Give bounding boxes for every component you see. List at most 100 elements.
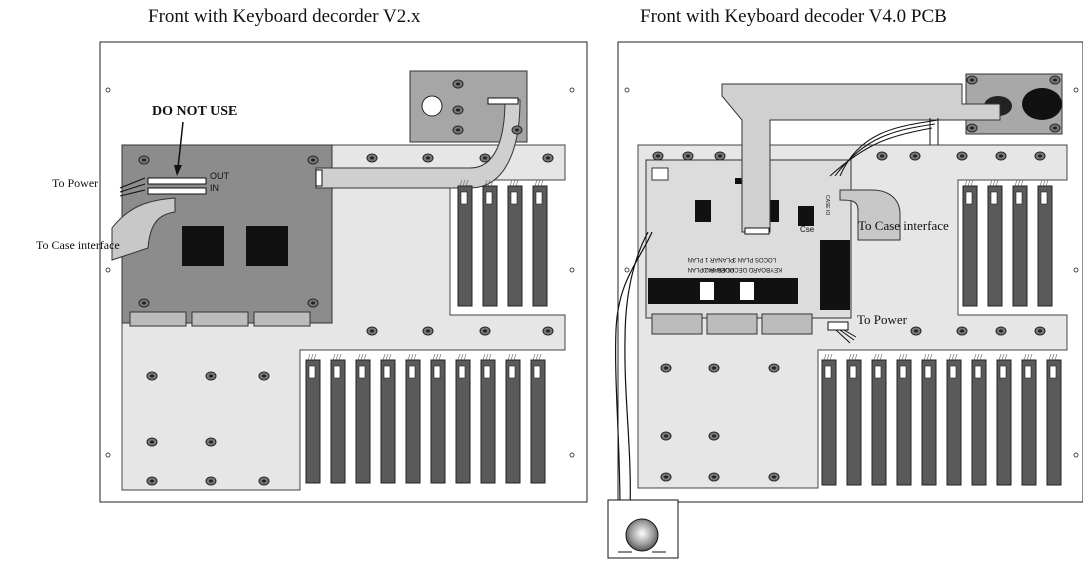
key-slot xyxy=(430,353,446,484)
screw xyxy=(366,326,378,336)
pcb-text-planar-2: PLANAR 2 PLAN xyxy=(688,266,734,272)
key-slot xyxy=(896,353,912,486)
key-slot xyxy=(921,353,937,486)
key-slot xyxy=(530,353,546,484)
key-slot xyxy=(505,353,521,484)
screw xyxy=(542,326,554,336)
left-diagram-title: Front with Keyboard decorder V2.x xyxy=(148,6,421,27)
mount-hole xyxy=(569,87,575,93)
screw xyxy=(452,105,464,115)
key-slot xyxy=(457,179,473,307)
mount-hole xyxy=(105,87,111,93)
screw xyxy=(205,437,217,447)
screw xyxy=(307,298,319,308)
key-slot xyxy=(846,353,862,486)
left-screws xyxy=(105,79,575,486)
screw xyxy=(876,151,888,161)
left-to-case-interface-label: To Case interface xyxy=(36,238,120,252)
screw xyxy=(146,437,158,447)
pcb-text-planar-1: PLANAR 1 PLAN xyxy=(688,256,734,262)
key-slot xyxy=(962,179,978,307)
screw xyxy=(714,151,726,161)
screw xyxy=(708,472,720,482)
do-not-use-label: DO NOT USE xyxy=(152,104,238,119)
key-slot xyxy=(480,353,496,484)
screw xyxy=(768,472,780,482)
screw xyxy=(422,153,434,163)
out-label: OUT xyxy=(210,171,229,181)
key-slot xyxy=(821,353,837,486)
key-slot xyxy=(1037,179,1053,307)
screw xyxy=(542,153,554,163)
screw xyxy=(1049,123,1061,133)
mount-hole xyxy=(1073,452,1079,458)
screw xyxy=(956,326,968,336)
key-slot xyxy=(971,353,987,486)
mount-hole xyxy=(624,267,630,273)
pcb-text-decoder: KEYBOARD DECODER V4.0 xyxy=(702,266,782,272)
key-slot xyxy=(380,353,396,484)
screw xyxy=(146,476,158,486)
screw xyxy=(258,476,270,486)
screw xyxy=(682,151,694,161)
key-slot xyxy=(871,353,887,486)
screw xyxy=(995,326,1007,336)
screw xyxy=(708,363,720,373)
screw xyxy=(146,371,158,381)
pcb-brand: Cse xyxy=(800,225,815,234)
key-slot xyxy=(455,353,471,484)
mount-hole xyxy=(105,267,111,273)
screw xyxy=(205,371,217,381)
screw xyxy=(1034,151,1046,161)
key-slot xyxy=(996,353,1012,486)
pcb-text-locos: LOCOS PLAN 3 xyxy=(732,256,776,262)
screw xyxy=(995,151,1007,161)
mount-hole xyxy=(105,452,111,458)
screw xyxy=(138,155,150,165)
screw xyxy=(956,151,968,161)
key-slot xyxy=(482,179,498,307)
pcb-text-case-io: CASE IO xyxy=(824,195,830,215)
mount-hole xyxy=(569,267,575,273)
screw xyxy=(479,326,491,336)
screw xyxy=(422,326,434,336)
screw xyxy=(909,151,921,161)
right-key-slots xyxy=(821,179,1062,486)
screw xyxy=(652,151,664,161)
screw xyxy=(258,371,270,381)
right-to-power-label: To Power xyxy=(857,312,908,327)
screw xyxy=(708,431,720,441)
key-slot xyxy=(946,353,962,486)
screw xyxy=(479,153,491,163)
key-slot xyxy=(987,179,1003,307)
screw xyxy=(910,326,922,336)
right-chassis: PLANAR 1 PLAN PLANAR 2 PLAN LOCOS PLAN 3… xyxy=(607,41,1083,559)
key-slot xyxy=(532,179,548,307)
mount-hole xyxy=(569,452,575,458)
left-key-slots xyxy=(305,179,548,484)
screw xyxy=(966,75,978,85)
right-to-case-interface-label: To Case interface xyxy=(858,218,949,233)
in-label: IN xyxy=(210,183,219,193)
key-slot xyxy=(330,353,346,484)
mount-hole xyxy=(624,87,630,93)
screw xyxy=(966,123,978,133)
mount-hole xyxy=(1073,87,1079,93)
screw xyxy=(138,298,150,308)
screw xyxy=(307,155,319,165)
screw xyxy=(452,125,464,135)
screw xyxy=(660,472,672,482)
key-slot xyxy=(1046,353,1062,486)
screw xyxy=(511,125,523,135)
key-slot xyxy=(405,353,421,484)
screw xyxy=(205,476,217,486)
key-slot xyxy=(305,353,321,484)
screw xyxy=(452,79,464,89)
right-diagram-title: Front with Keyboard decoder V4.0 PCB xyxy=(640,6,947,27)
key-slot xyxy=(355,353,371,484)
mount-hole xyxy=(1073,267,1079,273)
screw xyxy=(1034,326,1046,336)
key-slot xyxy=(507,179,523,307)
right-screws xyxy=(624,75,1079,482)
